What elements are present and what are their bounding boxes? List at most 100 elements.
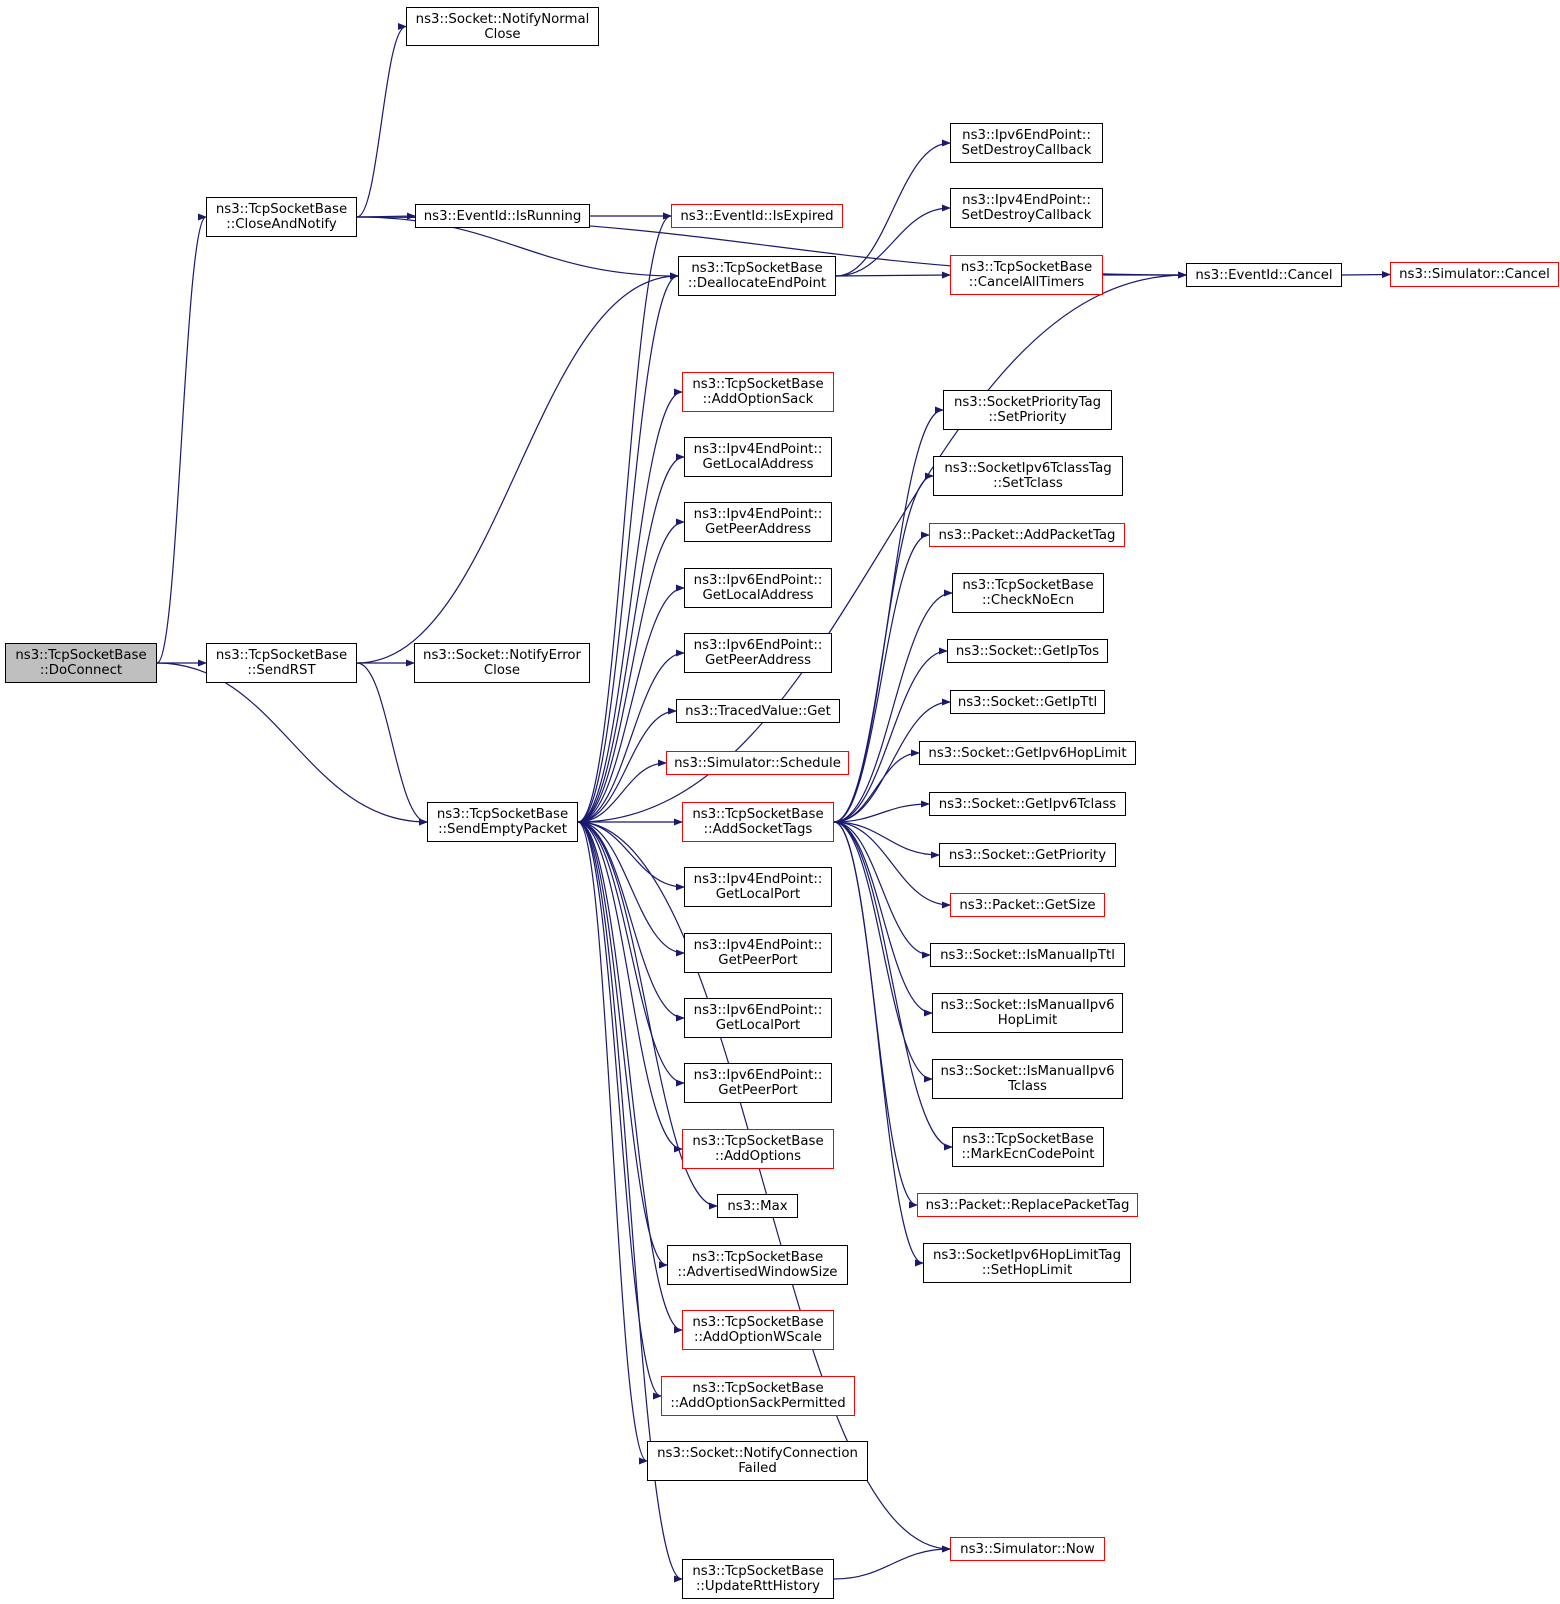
node-label-line: ns3::Packet::GetSize (959, 897, 1096, 913)
node-addoptions[interactable]: ns3::TcpSocketBase::AddOptions (682, 1129, 834, 1169)
node-tracedget[interactable]: ns3::TracedValue::Get (676, 699, 840, 723)
node-settclass[interactable]: ns3::SocketIpv6TclassTag::SetTclass (933, 456, 1123, 496)
node-ip4localport[interactable]: ns3::Ipv4EndPoint::GetLocalPort (684, 867, 832, 907)
node-label-line: ns3::Socket::NotifyError (423, 648, 581, 663)
node-ip4peerport[interactable]: ns3::Ipv4EndPoint::GetPeerPort (684, 933, 832, 973)
node-label-line: ::AddSocketTags (703, 822, 813, 837)
node-getpriority[interactable]: ns3::Socket::GetPriority (939, 843, 1116, 867)
edge-sendempty-to-addoptions (577, 821, 683, 1153)
node-label-line: ns3::TcpSocketBase (692, 377, 824, 392)
edge-addsockettags-to-checknoecn (833, 589, 953, 823)
node-label-line: ::AdvertisedWindowSize (677, 1265, 838, 1280)
node-replacetag[interactable]: ns3::Packet::ReplacePacketTag (917, 1193, 1138, 1217)
node-eventcancel[interactable]: ns3::EventId::Cancel (1186, 263, 1342, 287)
node-label-line: GetLocalPort (715, 887, 801, 902)
node-addpackettag[interactable]: ns3::Packet::AddPacketTag (929, 523, 1125, 547)
node-isexpired[interactable]: ns3::EventId::IsExpired (671, 204, 843, 228)
node-getipttl[interactable]: ns3::Socket::GetIpTtl (950, 690, 1105, 714)
edge-addsockettags-to-getipv6tclass (833, 800, 930, 823)
node-checknoecn[interactable]: ns3::TcpSocketBase::CheckNoEcn (952, 573, 1104, 613)
edge-addsockettags-to-getpriority (833, 821, 940, 859)
node-sendrst[interactable]: ns3::TcpSocketBase::SendRST (206, 643, 357, 683)
node-label-line: ns3::TcpSocketBase (960, 260, 1093, 275)
node-getipv6hop[interactable]: ns3::Socket::GetIpv6HopLimit (919, 741, 1136, 765)
edge-sendempty-to-schedule (577, 759, 667, 823)
node-dealloc[interactable]: ns3::TcpSocketBase::DeallocateEndPoint (678, 256, 836, 296)
node-label-line: Close (484, 26, 521, 42)
edge-sendempty-to-ip6peeraddr (577, 649, 685, 823)
node-addoptsack[interactable]: ns3::TcpSocketBase::AddOptionSack (682, 372, 834, 412)
node-label-line: ::SetTclass (993, 476, 1063, 491)
node-label-line: GetLocalPort (715, 1018, 801, 1033)
edge-sendempty-to-addoptwscale (577, 821, 683, 1334)
node-label-line: ns3::Simulator::Cancel (1399, 267, 1550, 282)
node-ip6localaddr[interactable]: ns3::Ipv6EndPoint::GetLocalAddress (684, 568, 832, 608)
node-label-line: ns3::Socket::GetIpTtl (957, 694, 1098, 710)
node-schedule[interactable]: ns3::Simulator::Schedule (666, 751, 849, 775)
node-label-line: ns3::Simulator::Now (960, 1541, 1095, 1557)
node-sendempty[interactable]: ns3::TcpSocketBase::SendEmptyPacket (427, 802, 578, 842)
edge-updatertt-to-simnow (833, 1545, 951, 1580)
node-label-line: ns3::EventId::IsRunning (423, 208, 582, 224)
node-label-line: ::SetPriority (988, 410, 1067, 425)
node-ip6peeraddr[interactable]: ns3::Ipv6EndPoint::GetPeerAddress (684, 633, 832, 673)
edge-sendrst-to-dealloc (356, 272, 679, 664)
node-label-line: ns3::TcpSocketBase (691, 261, 823, 276)
node-label-line: SetDestroyCallback (961, 143, 1092, 158)
node-ismanualipttl[interactable]: ns3::Socket::IsManualIpTtl (930, 943, 1125, 967)
node-addoptsackperm[interactable]: ns3::TcpSocketBase::AddOptionSackPermitt… (661, 1376, 855, 1416)
node-ip6peerport[interactable]: ns3::Ipv6EndPoint::GetPeerPort (684, 1063, 832, 1103)
node-getiptos[interactable]: ns3::Socket::GetIpTos (947, 639, 1108, 663)
node-label-line: ns3::TcpSocketBase (692, 1134, 824, 1149)
node-label-line: ns3::TcpSocketBase (215, 648, 348, 663)
node-updatertt[interactable]: ns3::TcpSocketBase::UpdateRttHistory (682, 1559, 834, 1599)
node-markecn[interactable]: ns3::TcpSocketBase::MarkEcnCodePoint (952, 1127, 1104, 1167)
node-label-line: GetPeerPort (718, 1083, 798, 1098)
node-advwin[interactable]: ns3::TcpSocketBase::AdvertisedWindowSize (667, 1245, 848, 1285)
edge-sendempty-to-addoptsack (577, 388, 683, 823)
edge-addsockettags-to-settclass (833, 472, 934, 823)
node-ip6localport[interactable]: ns3::Ipv6EndPoint::GetLocalPort (684, 998, 832, 1038)
node-label-line: ns3::TcpSocketBase (15, 648, 147, 663)
node-getsize[interactable]: ns3::Packet::GetSize (950, 893, 1105, 917)
node-ip6setdestroy[interactable]: ns3::Ipv6EndPoint::SetDestroyCallback (950, 123, 1103, 163)
node-simnow[interactable]: ns3::Simulator::Now (950, 1537, 1105, 1561)
node-sethoplimit[interactable]: ns3::SocketIpv6HopLimitTag::SetHopLimit (923, 1243, 1131, 1283)
node-getipv6tclass[interactable]: ns3::Socket::GetIpv6Tclass (929, 792, 1126, 816)
node-max[interactable]: ns3::Max (717, 1194, 798, 1218)
node-ip4peeraddr[interactable]: ns3::Ipv4EndPoint::GetPeerAddress (684, 502, 832, 542)
node-closenotify[interactable]: ns3::TcpSocketBase::CloseAndNotify (206, 197, 357, 237)
edge-closenotify-to-notifynormal (356, 22, 407, 218)
edge-sendempty-to-updatertt (577, 821, 683, 1583)
node-simcancel[interactable]: ns3::Simulator::Cancel (1390, 262, 1559, 287)
edge-sendempty-to-isexpired (577, 212, 672, 823)
node-ip4setdestroy[interactable]: ns3::Ipv4EndPoint::SetDestroyCallback (950, 188, 1103, 228)
node-addsockettags[interactable]: ns3::TcpSocketBase::AddSocketTags (682, 802, 834, 842)
node-label-line: SetDestroyCallback (961, 208, 1092, 223)
node-ip4localaddr[interactable]: ns3::Ipv4EndPoint::GetLocalAddress (684, 437, 832, 477)
node-label-line: ::CancelAllTimers (968, 275, 1085, 290)
edge-sendempty-to-max (577, 821, 718, 1210)
node-label-line: GetLocalAddress (702, 457, 814, 472)
node-label-line: ns3::SocketIpv6HopLimitTag (932, 1248, 1122, 1263)
node-label-line: ns3::TcpSocketBase (692, 1381, 824, 1396)
node-cancelalltimers[interactable]: ns3::TcpSocketBase::CancelAllTimers (950, 255, 1103, 295)
node-label-line: ::MarkEcnCodePoint (961, 1147, 1095, 1162)
node-doconnect[interactable]: ns3::TcpSocketBase::DoConnect (5, 643, 157, 683)
edge-sendempty-to-ip4peeraddr (577, 518, 685, 823)
node-label-line: Close (483, 663, 521, 678)
node-label-line: HopLimit (997, 1013, 1058, 1028)
node-label-line: ns3::Ipv6EndPoint:: (693, 1068, 823, 1083)
node-isrunning[interactable]: ns3::EventId::IsRunning (415, 204, 590, 228)
edge-sendempty-to-addoptsackperm (577, 821, 662, 1400)
node-setpriority[interactable]: ns3::SocketPriorityTag::SetPriority (943, 390, 1112, 430)
node-label-line: ns3::Ipv6EndPoint:: (693, 638, 823, 653)
node-addoptwscale[interactable]: ns3::TcpSocketBase::AddOptionWScale (682, 1310, 834, 1350)
edge-addsockettags-to-sethoplimit (833, 821, 924, 1267)
